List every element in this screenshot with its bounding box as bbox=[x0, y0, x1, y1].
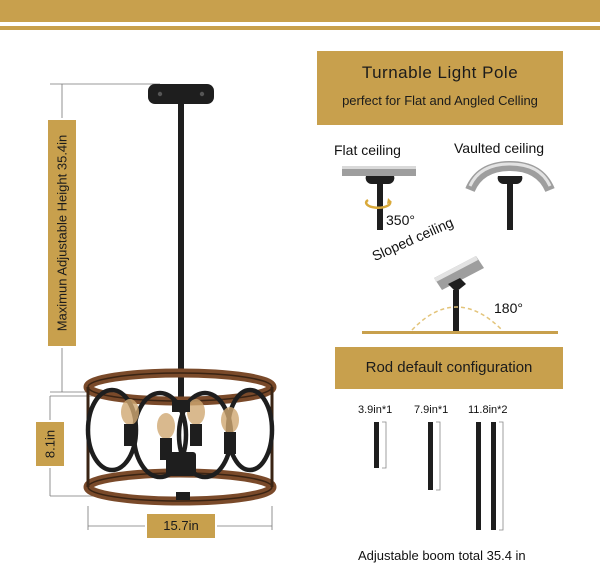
flat-ceiling-diagram bbox=[342, 166, 416, 230]
fixture-height-dimension: 8.1in bbox=[36, 422, 64, 466]
banner-title: Turnable Light Pole bbox=[361, 63, 519, 82]
flat-rotation-label: 350° bbox=[386, 212, 415, 228]
top-banner-line bbox=[0, 26, 600, 30]
rod-config-title: Rod default configuration bbox=[365, 359, 533, 376]
dimension-lines bbox=[49, 83, 273, 530]
rod-label-3: 11.8in*2 bbox=[468, 404, 508, 416]
rod-label-1: 3.9in*1 bbox=[358, 404, 393, 416]
rod-set bbox=[374, 422, 496, 530]
rod-config-banner: Rod default configuration bbox=[335, 347, 563, 389]
pendant-rod bbox=[178, 104, 184, 404]
vaulted-ceiling-label: Vaulted ceiling bbox=[454, 140, 545, 156]
ceiling-canopy bbox=[148, 84, 214, 104]
banner-subtitle: perfect for Flat and Angled Celling bbox=[342, 93, 538, 108]
max-height-dimension: Maximun Adjustable Height 35.4in bbox=[48, 120, 76, 346]
fixture-height-label: 8.1in bbox=[42, 429, 58, 459]
top-banner-bar bbox=[0, 0, 600, 22]
fixture-width-label: 15.7in bbox=[163, 518, 199, 533]
boom-total-label: Adjustable boom total 35.4 in bbox=[358, 548, 526, 563]
sloped-ceiling-diagram bbox=[362, 256, 558, 334]
drum-shade bbox=[83, 368, 277, 506]
flat-ceiling-label: Flat ceiling bbox=[334, 142, 401, 158]
sloped-angle-label: 180° bbox=[494, 300, 523, 316]
max-height-label: Maximun Adjustable Height 35.4in bbox=[54, 134, 70, 332]
vaulted-ceiling-diagram bbox=[465, 160, 555, 230]
turnable-pole-banner: Turnable Light Pole perfect for Flat and… bbox=[317, 51, 563, 125]
fixture-width-dimension: 15.7in bbox=[147, 514, 215, 538]
rod-label-2: 7.9in*1 bbox=[414, 404, 449, 416]
